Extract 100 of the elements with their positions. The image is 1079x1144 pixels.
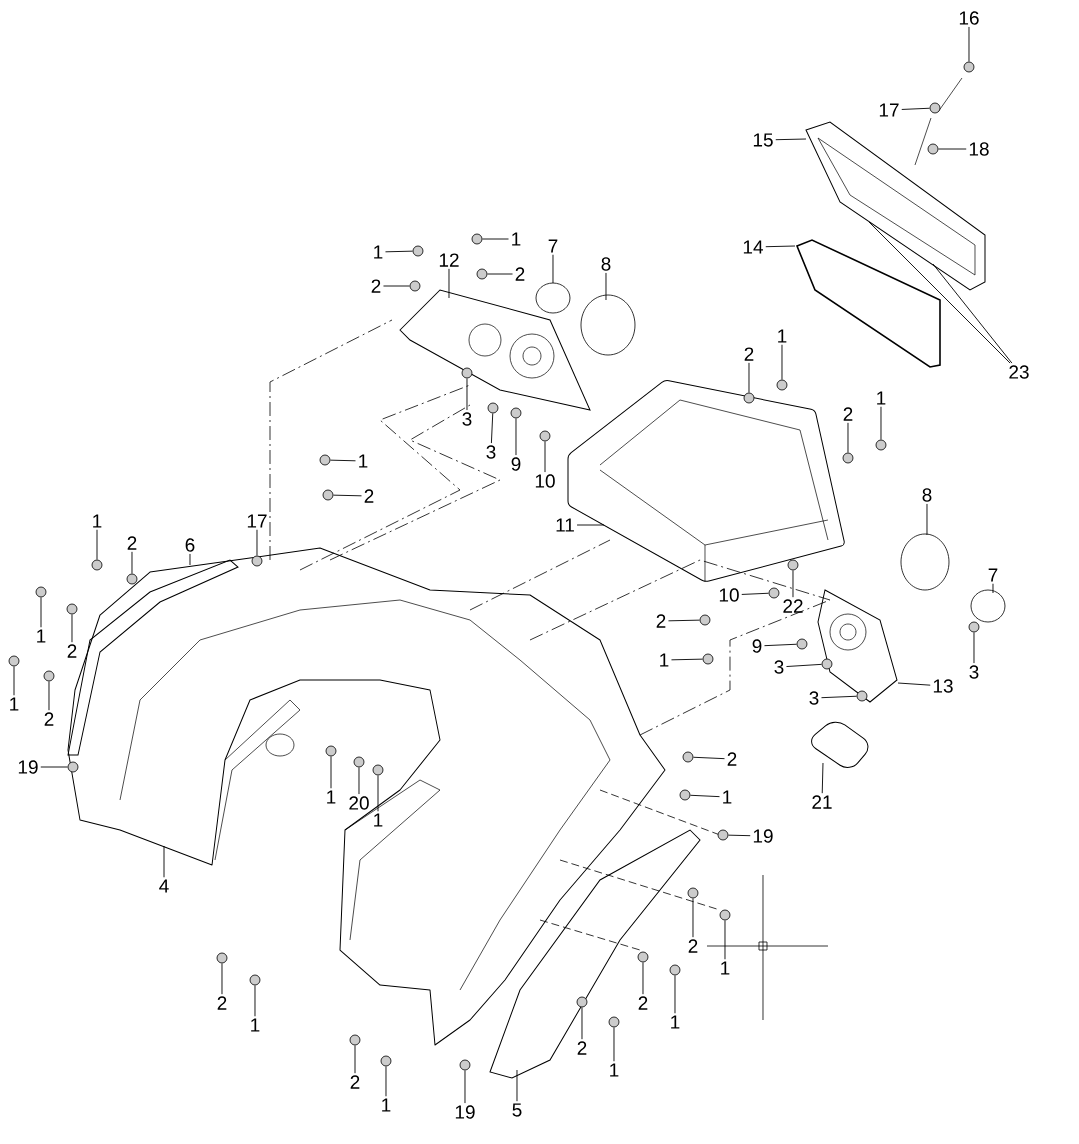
callout-number: 2 — [515, 267, 525, 281]
leader-line — [765, 245, 796, 248]
fastener — [608, 1016, 620, 1028]
leader-line — [189, 553, 191, 566]
fastener — [968, 621, 980, 633]
callout-number: 16 — [959, 11, 979, 25]
callout-number: 11 — [556, 518, 574, 532]
leader-line — [992, 583, 994, 594]
leader-line — [332, 494, 362, 497]
leader-line — [748, 362, 750, 394]
callout-number: 1 — [778, 329, 787, 343]
leader-line — [764, 643, 798, 647]
leader-line — [466, 377, 468, 411]
fastener — [743, 392, 755, 404]
fastener — [796, 638, 808, 650]
fastener — [35, 586, 47, 598]
fastener — [461, 367, 473, 379]
callout-number: 1 — [877, 391, 886, 405]
fastener — [687, 887, 699, 899]
leader-line — [516, 1069, 518, 1102]
callout-number: 17 — [247, 514, 267, 528]
callout-number: 1 — [512, 232, 521, 246]
fastener — [322, 489, 334, 501]
fastener — [459, 1059, 471, 1071]
leader-line — [13, 665, 15, 696]
leader-line — [968, 26, 970, 63]
callout-number: 6 — [185, 538, 195, 552]
fastener — [637, 951, 649, 963]
callout-number: 19 — [455, 1105, 475, 1119]
fastener — [929, 102, 941, 114]
leader-line — [581, 1006, 583, 1040]
fastener — [325, 745, 337, 757]
fastener — [875, 439, 887, 451]
callout-number: 8 — [922, 488, 932, 502]
leader-line — [40, 766, 69, 768]
fastener — [412, 245, 424, 257]
leader-line — [385, 1065, 387, 1097]
fastener — [471, 233, 483, 245]
leader-line — [256, 529, 258, 557]
callout-number: 1 — [10, 697, 19, 711]
leader-line — [544, 440, 546, 473]
fastener — [669, 964, 681, 976]
fastener — [768, 587, 780, 599]
fastener — [702, 653, 714, 665]
fastener — [682, 751, 694, 763]
callout-number: 8 — [601, 257, 611, 271]
leader-line — [71, 613, 73, 643]
fastener — [510, 407, 522, 419]
callout-number: 2 — [67, 644, 77, 658]
callout-number: 9 — [752, 639, 762, 653]
callout-number: 3 — [462, 412, 472, 426]
leader-line — [481, 238, 509, 240]
leader-line — [330, 755, 332, 789]
callout-number: 1 — [671, 1015, 680, 1029]
callout-number: 19 — [18, 760, 38, 774]
callout-number: 1 — [359, 454, 368, 468]
leader-line — [40, 596, 42, 628]
leader-line — [671, 658, 704, 661]
leader-line — [552, 254, 554, 284]
callout-number: 2 — [843, 407, 853, 421]
fastener — [353, 756, 365, 768]
fastener — [380, 1055, 392, 1067]
callout-number: 22 — [783, 599, 803, 613]
leader-line — [642, 961, 644, 995]
fastener — [787, 559, 799, 571]
fastener — [476, 268, 488, 280]
fastener — [576, 996, 588, 1008]
fastener — [717, 829, 729, 841]
leader-line — [490, 412, 494, 444]
callout-number: 1 — [723, 790, 732, 804]
callout-number: 1 — [721, 961, 730, 975]
leader-line — [821, 695, 858, 699]
callout-number: 1 — [660, 653, 669, 667]
leader-line — [668, 619, 701, 622]
callout-number: 2 — [656, 614, 666, 628]
fastener — [539, 430, 551, 442]
leader-line — [385, 250, 414, 253]
callout-number: 2 — [688, 939, 698, 953]
callout-number: 23 — [1009, 365, 1029, 379]
fastener — [67, 761, 79, 773]
callout-number: 1 — [610, 1063, 619, 1077]
fastener — [927, 143, 939, 155]
leader-line — [897, 682, 931, 686]
fastener — [349, 1034, 361, 1046]
leader-line — [973, 631, 975, 664]
leader-line — [613, 1026, 615, 1062]
callout-number: 1 — [382, 1098, 391, 1112]
callout-number: 3 — [486, 445, 496, 459]
leader-line — [727, 834, 751, 837]
fastener — [963, 61, 975, 73]
callout-number: 7 — [548, 239, 558, 253]
fastener — [699, 614, 711, 626]
fastener — [126, 573, 138, 585]
fastener — [8, 655, 20, 667]
leader-line — [358, 766, 360, 795]
leader-line — [847, 422, 849, 454]
callout-number: 5 — [512, 1103, 522, 1117]
leader-line — [383, 285, 411, 287]
callout-number: 2 — [744, 347, 754, 361]
leader-line — [692, 897, 694, 938]
